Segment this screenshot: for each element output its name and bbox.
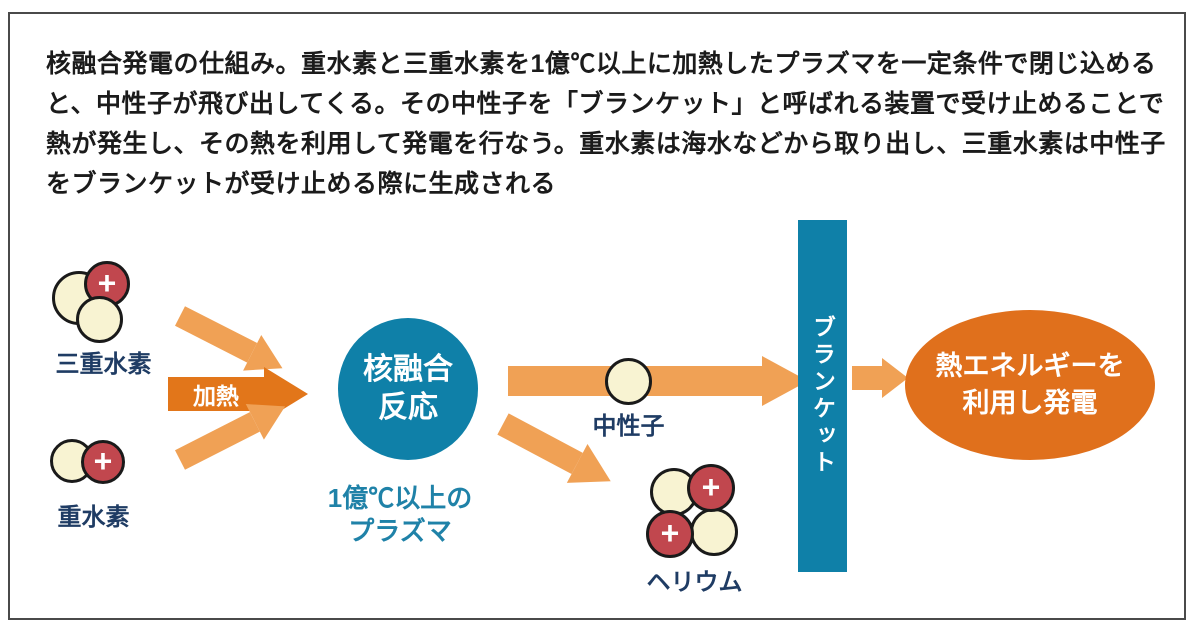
tritium-label: 三重水素 [55,351,152,378]
plus-icon: + [97,264,117,301]
energy-line-2: 利用し発電 [962,388,1098,418]
fusion-reaction-circle: 核融合 反応 [338,318,478,460]
plasma-caption-line-2: プラズマ [348,516,452,546]
energy-arrow [852,358,908,398]
helium-label: ヘリウム [646,569,743,596]
deuterium-proton-circle: + [81,440,125,484]
energy-line-1: 熱エネルギーを [935,351,1125,381]
blanket-label: ブランケット [809,315,836,477]
plasma-caption: 1億℃以上の プラズマ [295,482,505,548]
fusion-reaction-line-1: 核融合 [363,353,453,386]
description-line-1: 核融合発電の仕組み。重水素と三重水素を1億℃以上に加熱したプラズマを一定条件で閉… [46,50,1157,78]
tritium-neutron-circle-2 [76,296,123,343]
description-paragraph: 核融合発電の仕組み。重水素と三重水素を1億℃以上に加熱したプラズマを一定条件で閉… [46,44,1166,204]
blanket-bar: ブランケット [798,220,847,572]
helium-proton-circle-2: + [646,510,694,558]
neutron-label: 中性子 [592,413,665,440]
plus-icon: + [701,468,721,505]
description-line-3: 熱が発生し、その熱を利用して発電を行なう。重水素は海水などから取り出し、三重水素… [46,130,1166,158]
heating-arrow: 加熱 [168,367,308,421]
neutron-circle [605,358,652,405]
description-line-2: と、中性子が飛び出してくる。その中性子を「ブランケット」と呼ばれる装置で受け止め… [46,90,1165,118]
plus-icon: + [93,442,113,479]
energy-ellipse: 熱エネルギーを 利用し発電 [905,310,1155,460]
plasma-caption-line-1: 1億℃以上の [327,483,473,513]
deuterium-label: 重水素 [57,504,130,531]
helium-proton-circle-1: + [687,464,735,512]
heating-label: 加熱 [193,383,239,409]
diagram-frame: 核融合発電の仕組み。重水素と三重水素を1億℃以上に加熱したプラズマを一定条件で閉… [8,12,1186,620]
helium-neutron-circle-2 [690,508,738,556]
fusion-reaction-line-2: 反応 [378,391,438,424]
neutron-arrow [508,356,808,406]
description-line-4: をブランケットが受け止める際に生成される [46,170,557,198]
plus-icon: + [660,514,680,551]
